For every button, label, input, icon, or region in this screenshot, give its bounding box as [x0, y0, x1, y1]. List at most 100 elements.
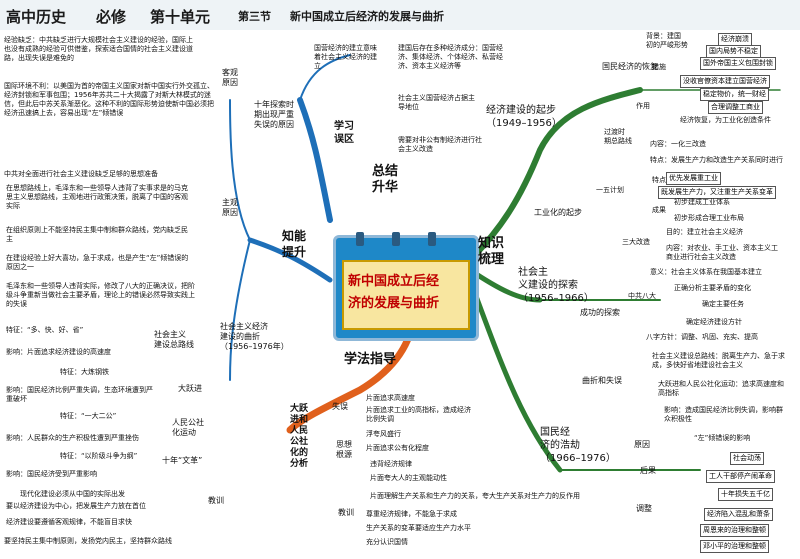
- study-a3: 需要对非公有制经济进行社会主义改造: [398, 136, 482, 153]
- setback-branch: [467, 277, 563, 473]
- eight-char: 八字方针：调整、巩固、充实、提高: [646, 333, 758, 341]
- adjust: 调整: [636, 504, 652, 513]
- mao-ideas: 在思想路线上，毛泽东和一些领导人违背了实事求是的马克思主义思想路线，主观地进行政…: [6, 184, 188, 210]
- method-m3: 浮夸风盛行: [366, 430, 401, 438]
- fyp-f2: 既发展生产力，又注重生产关系变革: [658, 186, 776, 199]
- header-unit: 第十单元: [150, 8, 211, 26]
- transition-1: 内容：一化三改造: [650, 140, 706, 148]
- fyp-f1: 优先发展重工业: [666, 172, 721, 185]
- lesson-1: 现代化建设必须从中国的实际出发: [20, 490, 125, 498]
- study-a1: 建国后存在多种经济成分：国营经济、集体经济、个体经济、私营经济、资本主义经济等: [398, 44, 503, 70]
- header-bar: [0, 0, 800, 30]
- consequence-3: 十年损失五千亿: [718, 488, 773, 501]
- adjust-1: 经济陷入混乱和萧条: [704, 508, 773, 521]
- method-l3: 充分认识国情: [366, 538, 408, 546]
- center-node: 新中国成立后经 济的发展与曲折: [333, 232, 479, 341]
- lesson-2: 要以经济建设为中心，把发展生产力放在首位: [6, 502, 146, 510]
- eighth-2: 确定主要任务: [702, 300, 744, 308]
- feature-3: 特征：“一大二公”: [60, 412, 117, 420]
- method-root: 思想根源: [336, 440, 352, 459]
- method-label: 学法指导: [344, 352, 397, 367]
- measure-2: 稳定物价，统一财经: [700, 88, 769, 101]
- method-l2: 生产关系的变革要适应生产力水平: [366, 524, 471, 532]
- eighth-congress: 中共八大: [628, 292, 656, 300]
- transition-2: 特点：发展生产力和改造生产关系同时进行: [650, 156, 783, 164]
- three-content: 内容：对农业、手工业、资本主义工商业进行社会主义改造: [666, 244, 778, 261]
- explore-success: 成功的探索: [580, 308, 620, 317]
- study-label: 学习误区: [334, 121, 354, 145]
- consequence: 后果: [640, 466, 656, 475]
- rise: 经济建设的起步（1949–1956）: [486, 105, 562, 129]
- mistake-3: 影响：造成国民经济比例失调，影响群众积极性: [664, 406, 783, 423]
- three-reforms: 三大改造: [622, 238, 650, 246]
- adjust-3: 邓小平的治理和整顿: [700, 540, 769, 553]
- knowledge-label: 知识梳理: [478, 236, 505, 267]
- left-error: 在建设经验上好大喜功，急于求成，也是产生“左”倾错误的原因之一: [6, 254, 189, 271]
- setback: 国民经济的浩劫（1966–1976）: [540, 427, 616, 464]
- result-2: 初步形成合理工业布局: [674, 214, 744, 222]
- lesson-4: 要坚持民主集中制原则，发扬党内民主，坚持群众路线: [4, 537, 172, 545]
- ten-years-branch: [229, 99, 251, 241]
- influence-3: 影响：人民群众的生产积极性遭到严重挫伤: [6, 434, 139, 442]
- header-subject: 高中历史: [6, 8, 67, 26]
- summary-branch: [297, 97, 333, 223]
- party-think: 中共对全面进行社会主义建设缺乏足够的思想准备: [4, 170, 158, 178]
- feature-1: 特征：“多、快、好、省”: [6, 326, 84, 334]
- consequence-2: 工人干部停产闹革命: [706, 470, 775, 483]
- mistakes: 曲折和失误: [582, 376, 622, 385]
- measure-1: 没收官僚资本建立国营经济: [680, 75, 770, 88]
- transition: 过渡时期总路线: [604, 128, 632, 145]
- method-lesson: 教训: [338, 508, 354, 517]
- ability-label: 知能提升: [282, 229, 307, 259]
- mao-class: 毛泽东和一些领导人违背实际，修改了八大的正确决议，把阶级斗争重新当做社会主要矛盾…: [6, 282, 195, 308]
- method-r2: 片面夸大人的主观能动性: [370, 474, 447, 482]
- lesson-title: 教训: [208, 496, 224, 505]
- three-goal: 目的：建立社会主义经济: [666, 228, 743, 236]
- org-principle: 在组织原则上不能坚持民主集中制和群众路线，党内缺乏民主: [6, 226, 188, 243]
- center-line2: 济的发展与曲折: [348, 296, 440, 311]
- measure-3: 合理调整工商业: [708, 101, 763, 114]
- bg: 背景：建国初的严峻形势: [646, 32, 688, 49]
- influence-2: 影响：国民经济比例严重失调，生态环境遭到严重破坏: [6, 386, 153, 403]
- mistake-1: 社会主义建设总路线：脱离生产力、急于求成，多快好省地建设社会主义: [652, 352, 785, 369]
- commune: 人民公社化运动: [172, 418, 204, 437]
- knowledge-branch: [467, 87, 643, 263]
- header-section-title: 新中国成立后经济的发展与曲折: [290, 10, 444, 23]
- industrial: 工业化的起步: [534, 208, 582, 217]
- method-l1: 尊重经济规律，不能急于求成: [366, 510, 457, 518]
- role-1: 经济恢复，为工业化创造条件: [680, 116, 771, 124]
- three-meaning: 意义：社会主义体系在我国基本建立: [650, 268, 762, 276]
- shortage-intro: 经验缺乏：中共缺乏进行大规模社会主义建设的经验，国际上也没有成熟的经验可供借鉴，…: [4, 36, 193, 62]
- method-m2: 片面追求工业的高指标，造成经济比例失调: [366, 406, 471, 423]
- summary-label: 总结升华: [372, 164, 399, 195]
- cause: 原因: [634, 440, 650, 449]
- ability-branch: [247, 237, 333, 283]
- consequence-1: 社会动荡: [730, 452, 764, 465]
- subjective-cause: 主观原因: [222, 198, 238, 217]
- great-leap: 大跃进: [178, 384, 202, 393]
- feature-4: 特征：“以阶级斗争为纲”: [60, 452, 138, 460]
- main-line: 社会主义建设总路线: [154, 330, 194, 349]
- study-a2: 社会主义国营经济占据主导地位: [398, 94, 475, 111]
- objective-cause: 客观原因: [222, 68, 238, 87]
- study-q1: 国营经济的建立意味着社会主义经济的建立: [314, 44, 377, 70]
- result: 成果: [652, 206, 666, 214]
- twisty: 社会主义经济建设的曲折（1956–1976年）: [220, 322, 289, 351]
- method-title: 大跃进和人民公社化的分析: [290, 404, 309, 469]
- intl-env: 国际环境不利：以美国为首的帝国主义国家对新中国实行外交孤立、经济封锁和军事包围；…: [4, 82, 214, 117]
- header-section: 第三节: [238, 10, 271, 23]
- feature-2: 特征：大炼钢铁: [60, 368, 109, 376]
- mistake-2: 大跃进和人民公社化运动：追求高速度和高指标: [658, 380, 784, 397]
- influence-4: 影响：国民经济受到严重影响: [6, 470, 97, 478]
- ring-icon: [428, 232, 436, 246]
- header-required: 必修: [96, 8, 127, 26]
- five-year-plan: 一五计划: [596, 186, 624, 194]
- cause-1: “左”倾错误的影响: [694, 434, 751, 442]
- method-r1: 违背经济规律: [370, 460, 412, 468]
- recovery: 国民经济的恢复: [602, 62, 658, 71]
- explore: 社会主义建设的探索（1956–1966）: [518, 267, 594, 304]
- ring-icon: [356, 232, 364, 246]
- ten-years-cause: 十年探索时期出现严重失误的原因: [254, 100, 294, 129]
- method-m1: 片面追求高速度: [366, 394, 415, 402]
